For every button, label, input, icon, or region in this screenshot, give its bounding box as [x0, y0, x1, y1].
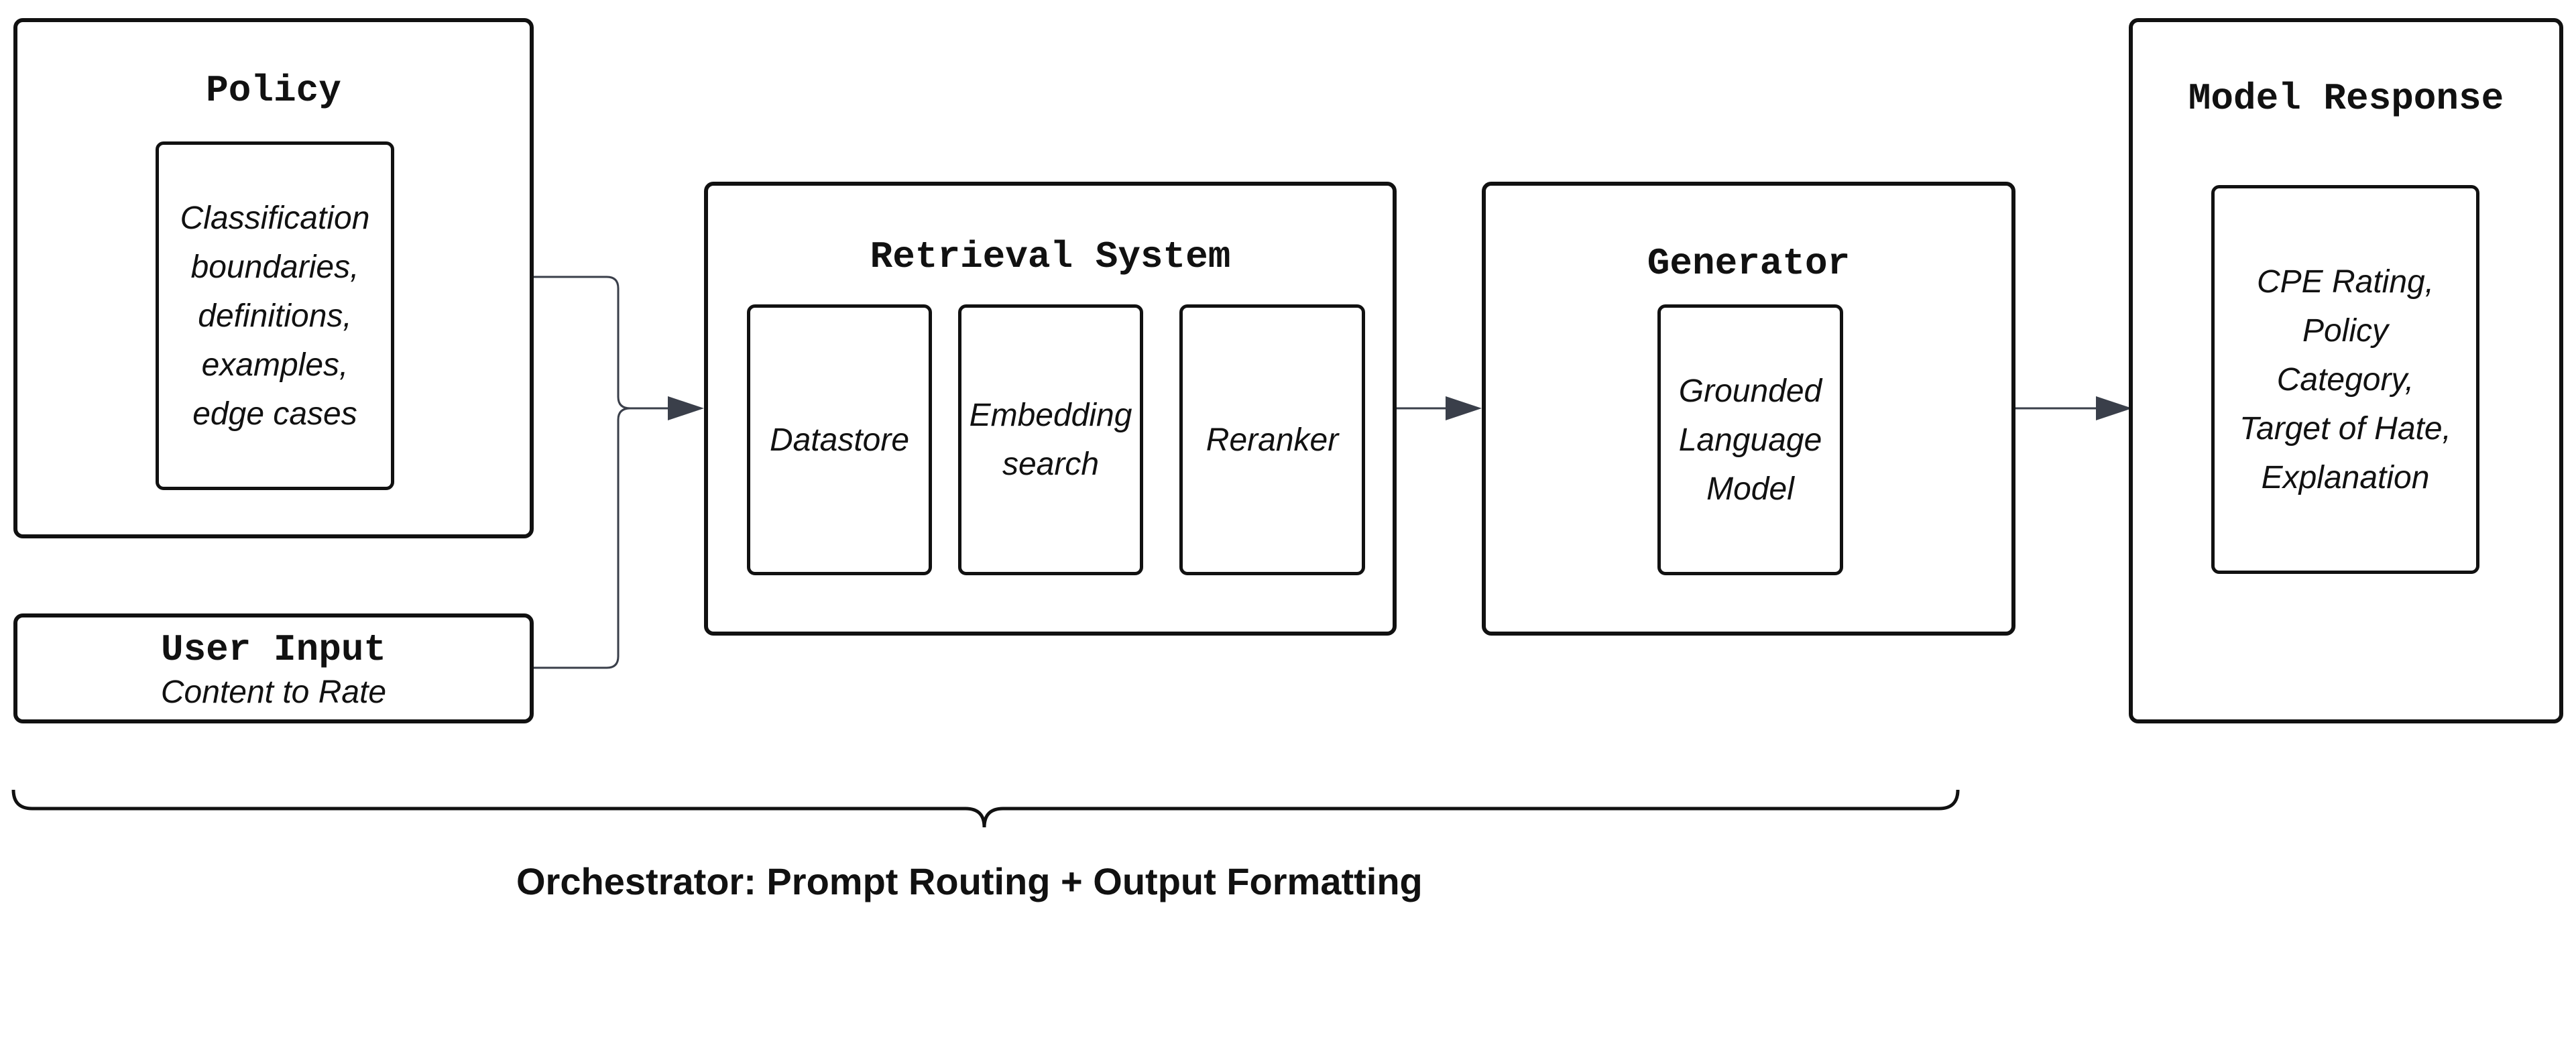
generator-arrowhead	[1446, 396, 1482, 420]
user-input-title: User Input	[160, 628, 387, 671]
retrieval-system-box: Retrieval System Datastore Embedding sea…	[704, 182, 1397, 636]
policy-connector	[533, 276, 631, 410]
grounded-language-model-label: Grounded Language Model	[1678, 373, 1822, 507]
generator-box: Generator Grounded Language Model	[1482, 182, 2015, 636]
policy-details: Classification boundaries, definitions, …	[180, 200, 370, 432]
reranker-label: Reranker	[1206, 422, 1339, 458]
policy-details-box: Classification boundaries, definitions, …	[156, 141, 394, 490]
orchestrator-label: Orchestrator: Prompt Routing + Output Fo…	[516, 860, 1423, 902]
user-input-connector	[533, 407, 631, 669]
datastore-label: Datastore	[769, 422, 910, 458]
generator-title: Generator	[1647, 242, 1851, 285]
model-response-details-box: CPE Rating, Policy Category, Target of H…	[2211, 185, 2479, 574]
response-arrowhead	[2096, 396, 2132, 420]
policy-box: Policy Classification boundaries, defini…	[13, 18, 534, 538]
embedding-search-label: Embedding search	[969, 398, 1132, 482]
datastore-box: Datastore	[747, 304, 932, 575]
model-response-title: Model Response	[2188, 77, 2504, 120]
grounded-language-model-box: Grounded Language Model	[1657, 304, 1843, 575]
policy-title: Policy	[206, 69, 341, 112]
merge-arrowhead	[668, 396, 704, 420]
model-response-details: CPE Rating, Policy Category, Target of H…	[2239, 263, 2451, 495]
model-response-box: Model Response CPE Rating, Policy Catego…	[2129, 18, 2563, 723]
user-input-box: User Input Content to Rate	[13, 613, 534, 723]
user-input-subtitle: Content to Rate	[160, 674, 387, 710]
retrieval-system-title: Retrieval System	[870, 235, 1231, 278]
embedding-search-box: Embedding search	[958, 304, 1143, 575]
reranker-box: Reranker	[1179, 304, 1365, 575]
orchestrator-brace	[11, 789, 1960, 828]
